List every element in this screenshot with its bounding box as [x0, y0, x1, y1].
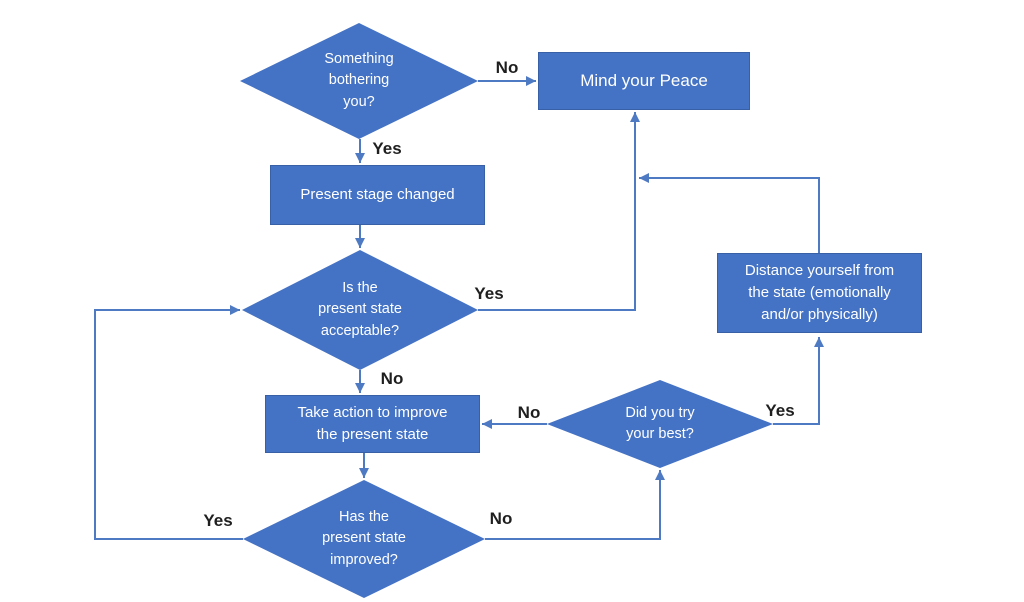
edge-label-no-try-best: No [517, 403, 541, 422]
node-something-bothering-label: Something bothering you? [324, 51, 394, 110]
edge-label-yes-improved: Yes [203, 511, 233, 530]
node-take-action: Take action to improve the present state [265, 395, 480, 453]
node-has-present-state-improved-label: Has the present state improved? [322, 509, 406, 568]
edge-label-yes-to-peace: Yes [474, 284, 504, 303]
edge-label-no-improved: No [489, 509, 513, 528]
edge-try-yes-to-distance [773, 337, 824, 425]
node-distance-yourself-label: Distance yourself from the state (emotio… [744, 262, 895, 323]
node-present-stage-changed: Present stage changed [270, 165, 485, 225]
node-mind-your-peace-label: Mind your Peace [580, 70, 708, 90]
edge-improved-no-to-try [485, 470, 665, 540]
edge-acceptable-yes-to-peace [478, 112, 640, 311]
node-mind-your-peace: Mind your Peace [538, 52, 750, 110]
edge-label-yes-try-best: Yes [765, 401, 795, 420]
edge-label-no-to-peace: No [495, 58, 519, 77]
node-distance-yourself: Distance yourself from the state (emotio… [717, 253, 922, 333]
edge-distance-to-peace-line [639, 173, 820, 253]
edge-label-no-to-action: No [380, 369, 404, 388]
node-present-stage-changed-label: Present stage changed [300, 186, 455, 204]
node-take-action-label: Take action to improve the present state [297, 404, 448, 443]
edge-label-yes-to-stage: Yes [372, 139, 402, 158]
node-is-present-state-acceptable-label: Is the present state acceptable? [318, 280, 402, 339]
node-did-you-try-your-best-label: Did you try your best? [625, 404, 695, 442]
edge-improved-yes-to-acceptable [94, 305, 243, 540]
